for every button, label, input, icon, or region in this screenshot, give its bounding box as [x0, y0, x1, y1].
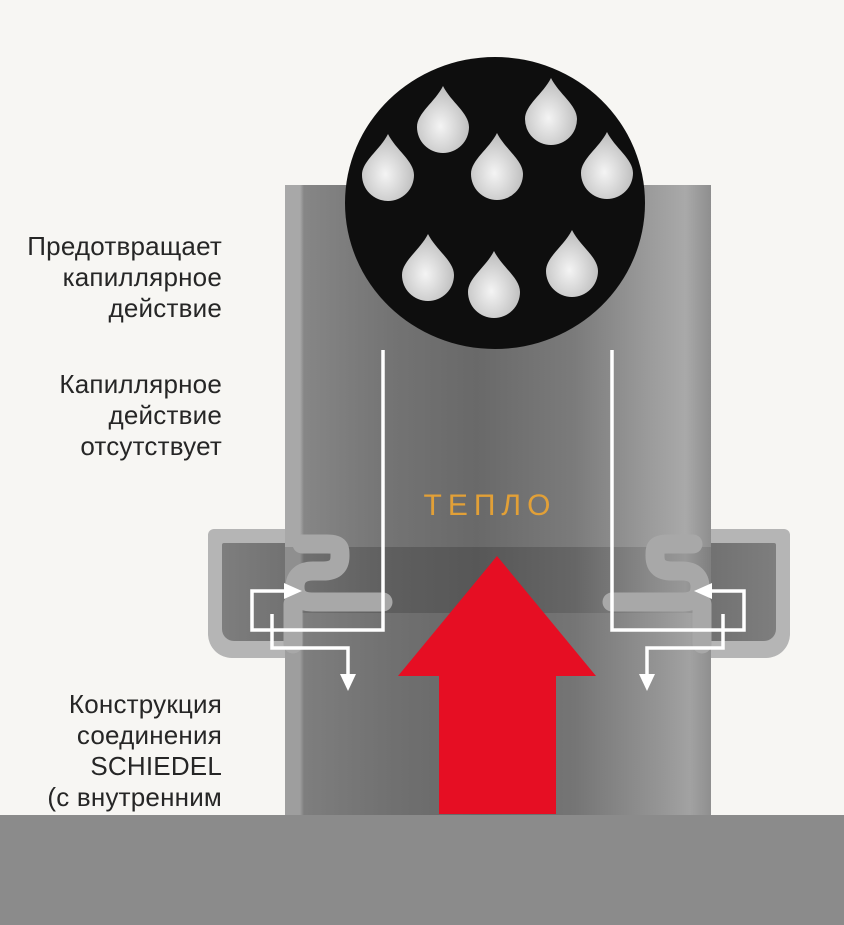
label-no-capillary: Капиллярное действие отсутствует — [59, 369, 222, 461]
left-inner-wall-path — [250, 350, 385, 632]
right-seal-channel — [602, 534, 710, 612]
right-drain-path — [645, 614, 725, 676]
airflow-guide-lines — [250, 350, 746, 676]
water-drop-icon — [525, 78, 577, 145]
arrowhead-down-icon — [340, 674, 356, 691]
water-drops — [362, 78, 633, 318]
heat-label: ТЕПЛО — [423, 489, 557, 522]
heat-arrow-icon — [398, 556, 596, 814]
water-drop-icon — [402, 234, 454, 301]
labyrinth-seal-channels — [283, 534, 712, 654]
water-drop-icon — [546, 230, 598, 297]
water-drop-icon — [581, 132, 633, 199]
arrowhead-right-icon — [284, 583, 302, 599]
label-joint-construction: Конструкция соединения SCHIEDEL (с внутр… — [47, 689, 222, 812]
left-seal-channel — [285, 534, 393, 612]
airflow-arrowheads — [284, 583, 712, 691]
left-drain-path — [270, 614, 350, 676]
arrowhead-down-icon — [639, 674, 655, 691]
water-drop-icon — [471, 133, 523, 200]
arrowhead-left-icon — [694, 583, 712, 599]
water-drop-icon — [362, 134, 414, 201]
water-drop-icon — [468, 251, 520, 318]
water-drop-icon — [417, 86, 469, 153]
label-prevents-capillary: Предотвращает капиллярное действие — [27, 231, 222, 323]
floor-band — [0, 815, 844, 925]
right-inner-wall-path — [610, 350, 746, 632]
